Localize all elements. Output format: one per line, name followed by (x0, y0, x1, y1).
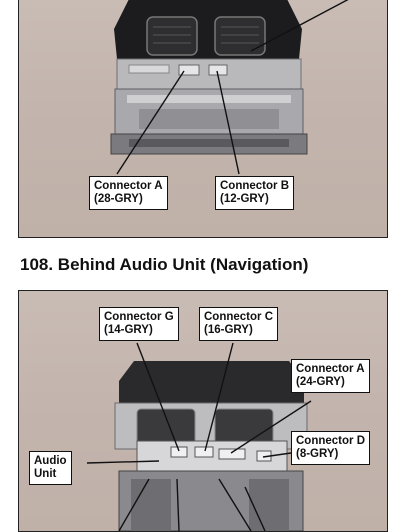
callout-title: Connector D (296, 435, 365, 447)
callout-spec: (12-GRY) (220, 193, 269, 205)
callout-title: Connector G (104, 311, 174, 323)
callout-spec: (16-GRY) (204, 324, 253, 336)
callout-title: Connector B (220, 180, 289, 192)
callout-connector-a-bottom: Connector A (24-GRY) (291, 359, 370, 393)
callout-spec: (28-GRY) (94, 193, 143, 205)
bottom-photo: Connector G (14-GRY) Connector C (16-GRY… (18, 290, 388, 532)
callout-title: Connector A (94, 180, 163, 192)
callout-connector-c: Connector C (16-GRY) (199, 307, 278, 341)
callout-title: Connector C (204, 311, 273, 323)
callout-connector-b-top: Connector B (12-GRY) (215, 176, 294, 210)
callout-audio-unit: Audio Unit (29, 451, 72, 485)
top-photo: Connector A (28-GRY) Connector B (12-GRY… (18, 0, 388, 238)
callout-title: Connector A (296, 363, 365, 375)
callout-spec: (24-GRY) (296, 376, 345, 388)
top-audio-unit-illustration (110, 0, 349, 175)
callout-title: Audio (34, 455, 67, 467)
callout-connector-d: Connector D (8-GRY) (291, 431, 370, 465)
section-heading: 108. Behind Audio Unit (Navigation) (20, 255, 309, 274)
callout-spec: (8-GRY) (296, 448, 339, 460)
callout-connector-a-top: Connector A (28-GRY) (89, 176, 168, 210)
bottom-audio-unit-illustration (86, 342, 312, 531)
callout-spec: (14-GRY) (104, 324, 153, 336)
callout-spec: Unit (34, 468, 57, 480)
callout-connector-g: Connector G (14-GRY) (99, 307, 179, 341)
